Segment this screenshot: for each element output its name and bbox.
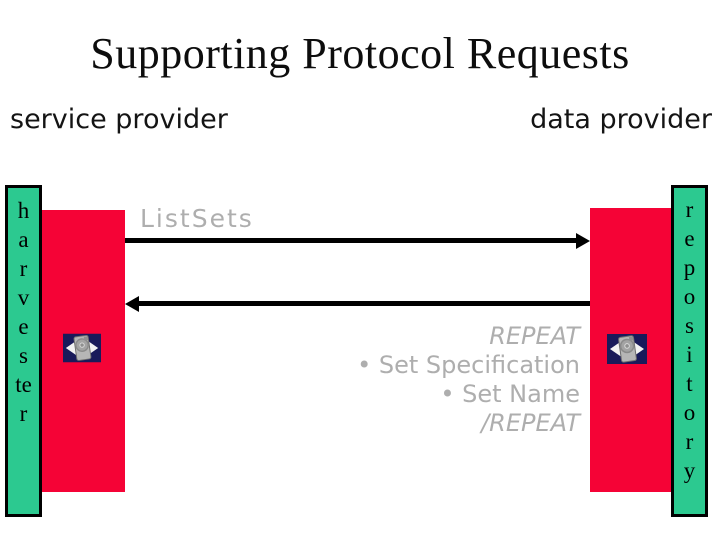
harvester-letter: r [19, 401, 28, 426]
harvester-letter: te [15, 372, 32, 397]
repeat-open-tag: REPEAT [489, 322, 580, 350]
repository-letter: r [685, 429, 694, 454]
set-specification: • Set Specification [357, 351, 580, 379]
request-arrow [125, 238, 576, 243]
harvester-letter: e [18, 314, 29, 339]
repository-letter: y [683, 458, 696, 483]
page-title: Supporting Protocol Requests [90, 29, 630, 78]
machine-clipart-icon [63, 333, 101, 363]
set-name: • Set Name [440, 380, 580, 408]
repository-letter: o [683, 400, 696, 425]
machine-clipart-icon [607, 334, 647, 364]
response-arrow [139, 301, 590, 306]
harvester-letter: h [17, 198, 30, 223]
repeat-close-tag: /REPEAT [481, 409, 580, 437]
harvester-letter: s [19, 343, 28, 368]
repository-letter: p [683, 255, 696, 280]
harvester-letter: a [18, 227, 29, 252]
response-text-block: REPEAT • Set Specification • Set Name /R… [357, 322, 580, 438]
repository-bar: r e p o s i t o r y [671, 185, 708, 517]
harvester-bar: h a r v e s te r [5, 185, 42, 517]
repository-letter: e [684, 226, 695, 251]
service-provider-label: service provider [10, 104, 228, 135]
repository-letter: i [686, 342, 693, 367]
request-verb-label: ListSets [140, 204, 254, 233]
repository-letter: o [683, 284, 696, 309]
harvester-letter: r [19, 256, 28, 281]
data-provider-label: data provider [530, 104, 712, 135]
repository-letter: r [685, 197, 694, 222]
repository-letter: t [686, 371, 693, 396]
harvester-letter: v [17, 285, 30, 310]
repository-letter: s [685, 313, 694, 338]
